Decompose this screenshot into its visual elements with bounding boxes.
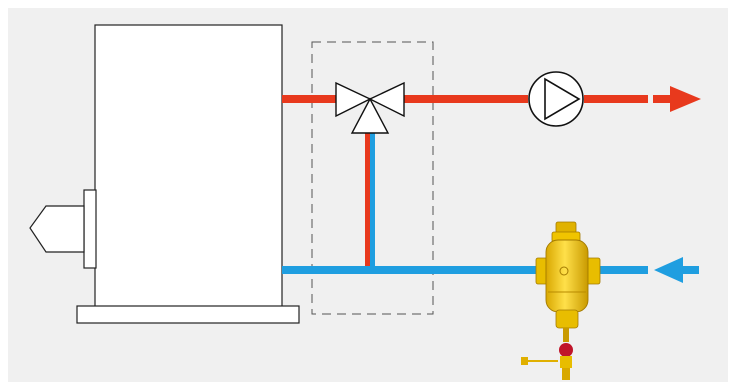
drain-valve-icon [521,328,573,380]
supply-line [282,95,671,103]
bypass-line [365,133,375,268]
boiler-icon [76,24,300,324]
return-line [282,266,699,274]
burner-icon [29,189,97,269]
dirt-separator-icon [535,221,601,329]
arrow-left-icon [654,257,683,283]
arrow-right-icon [670,86,701,112]
valve-group-boundary [311,41,434,315]
three-way-valve-icon [335,81,405,134]
pump-icon [528,71,584,127]
